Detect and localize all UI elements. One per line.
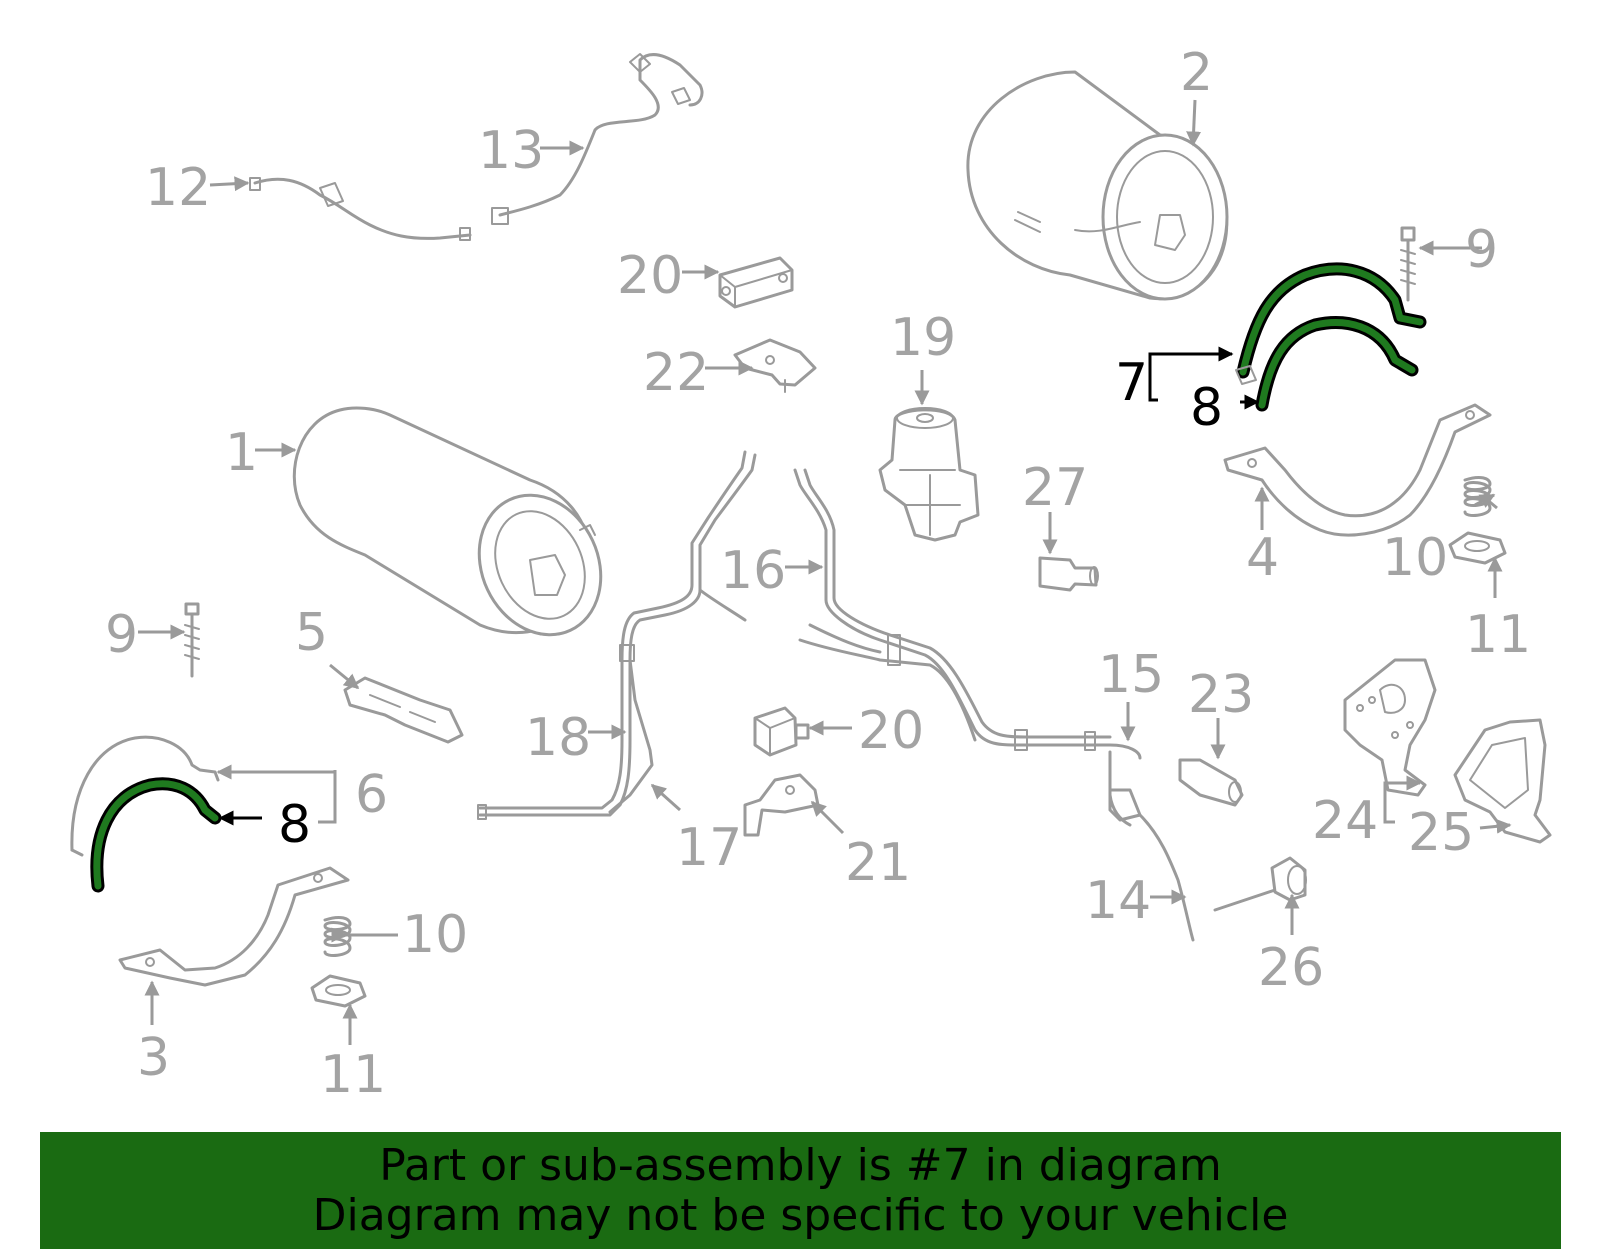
callout-6: 6	[355, 765, 388, 825]
callout-20-mid: 20	[858, 701, 924, 761]
callout-labels: 1 2 3 4 5 6 7 8 8 9 9 10 10 11 11 12 13 …	[105, 43, 1531, 1105]
strap-7-highlight	[1235, 262, 1427, 412]
callout-8-right: 8	[1190, 378, 1223, 438]
strap-6	[70, 735, 220, 857]
harness-13	[491, 53, 704, 225]
callout-8-left: 8	[278, 795, 311, 855]
callout-11-right: 11	[1465, 605, 1531, 665]
valve-block-20-top	[718, 256, 794, 309]
bracket-3	[118, 866, 350, 987]
bracket-4	[1223, 403, 1492, 537]
line-12	[249, 177, 472, 241]
callout-15: 15	[1098, 645, 1164, 705]
bracket-21	[743, 773, 820, 837]
callout-10-left: 10	[402, 905, 468, 965]
callout-21: 21	[845, 833, 911, 893]
seat-11-left	[310, 974, 367, 1008]
callout-22: 22	[643, 343, 709, 403]
air-tank-1	[292, 406, 603, 637]
banner-line-1: Part or sub-assembly is #7 in diagram	[379, 1140, 1222, 1191]
callout-5: 5	[295, 603, 328, 663]
plate-25	[1453, 718, 1552, 844]
compressor-19	[878, 407, 980, 542]
callout-26: 26	[1258, 938, 1324, 998]
callout-27: 27	[1022, 458, 1088, 518]
strap-8-left-highlight	[90, 777, 222, 893]
callout-12: 12	[145, 158, 211, 218]
bracket-22	[733, 338, 817, 393]
bracket-5	[343, 676, 464, 744]
callout-10-right: 10	[1382, 528, 1448, 588]
sensor-23	[1178, 758, 1244, 807]
callout-7: 7	[1115, 353, 1148, 413]
seat-11-right	[1448, 531, 1507, 565]
leader-lines	[138, 99, 1512, 1045]
callout-4: 4	[1246, 528, 1279, 588]
leader-lines-highlighted	[218, 346, 1260, 826]
callout-17: 17	[676, 818, 742, 878]
callout-2: 2	[1180, 43, 1213, 103]
callout-19: 19	[890, 308, 956, 368]
callout-1: 1	[225, 423, 258, 483]
callout-18: 18	[525, 708, 591, 768]
callout-9-right: 9	[1465, 220, 1498, 280]
callout-24: 24	[1312, 791, 1378, 851]
valve-block-20-mid	[753, 706, 810, 757]
callout-11-left: 11	[320, 1045, 386, 1105]
callout-20-top: 20	[617, 246, 683, 306]
callout-16: 16	[720, 541, 786, 601]
callout-14: 14	[1085, 871, 1151, 931]
callout-13: 13	[478, 121, 544, 181]
bolt-9-right	[1400, 226, 1416, 302]
info-banner: Part or sub-assembly is #7 in diagram Di…	[40, 1132, 1561, 1249]
air-lines-16-18	[477, 450, 1142, 827]
callout-25: 25	[1408, 803, 1474, 863]
plate-24	[1343, 658, 1437, 797]
spring-10-right	[1463, 475, 1492, 517]
callout-3: 3	[137, 1028, 170, 1088]
bolt-9-left	[184, 602, 200, 678]
line-14	[1108, 788, 1195, 942]
callout-23: 23	[1188, 665, 1254, 725]
callout-9-left: 9	[105, 605, 138, 665]
banner-line-2: Diagram may not be specific to your vehi…	[312, 1190, 1289, 1241]
air-tank-2	[966, 70, 1229, 301]
sensor-27	[1038, 556, 1099, 592]
